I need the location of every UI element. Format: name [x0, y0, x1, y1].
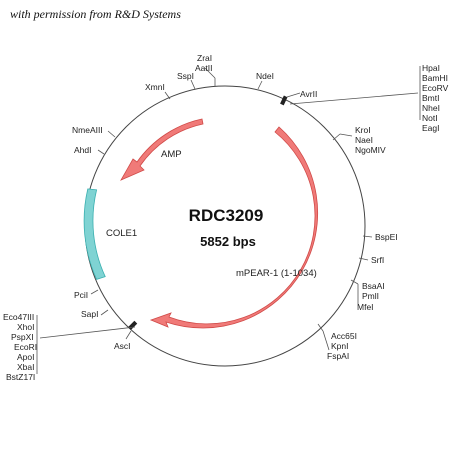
plasmid-size: 5852 bps	[200, 234, 256, 249]
site-bstz17i: BstZ17I	[6, 372, 35, 382]
mpear1-arrow	[149, 126, 319, 329]
permission-credit: with permission from R&D Systems	[10, 7, 181, 21]
cole1-feature	[83, 188, 106, 280]
site-pmli: PmlI	[362, 291, 379, 301]
site-aatii: AatII	[195, 63, 212, 73]
site-bamhi: BamHI	[422, 73, 448, 83]
site-avrii: AvrII	[300, 89, 317, 99]
site-xhoi: XhoI	[17, 322, 35, 332]
site-ecorv: EcoRV	[422, 83, 449, 93]
plasmid-name: RDC3209	[189, 206, 264, 225]
site-kpni: KpnI	[331, 341, 349, 351]
site-pcii: PciI	[74, 290, 88, 300]
site-ecori: EcoRI	[14, 342, 37, 352]
site-nmeaiii: NmeAIII	[72, 125, 103, 135]
site-pspxi: PspXI	[11, 332, 34, 342]
site-bsaai: BsaAI	[362, 281, 385, 291]
site-noti: NotI	[422, 113, 438, 123]
site-kroi: KroI	[355, 125, 371, 135]
site-zrai: ZraI	[197, 53, 212, 63]
site-eco47iii: Eco47III	[3, 312, 34, 322]
mcs-marker-top	[280, 95, 288, 106]
site-xmni: XmnI	[145, 82, 165, 92]
mpear1-label: mPEAR-1 (1-1034)	[236, 268, 317, 279]
site-hpai: HpaI	[422, 63, 440, 73]
site-srfi: SrfI	[371, 255, 384, 265]
site-sapi: SapI	[81, 309, 99, 319]
amp-label: AMP	[161, 149, 182, 160]
site-fspai: FspAI	[327, 351, 349, 361]
site-ahdi: AhdI	[74, 145, 92, 155]
site-nhei: NheI	[422, 103, 440, 113]
site-asci: AscI	[114, 341, 131, 351]
site-mfei: MfeI	[357, 302, 374, 312]
site-naei: NaeI	[355, 135, 373, 145]
cole1-label: COLE1	[106, 228, 137, 239]
site-sspi: SspI	[177, 71, 194, 81]
site-xbai: XbaI	[17, 362, 35, 372]
site-acc65i: Acc65I	[331, 331, 357, 341]
site-ndei: NdeI	[256, 71, 274, 81]
site-eagi: EagI	[422, 123, 440, 133]
site-bspei: BspEI	[375, 232, 398, 242]
site-bmti: BmtI	[422, 93, 439, 103]
site-apoi: ApoI	[17, 352, 35, 362]
amp-arrow	[120, 118, 204, 181]
site-ngomiv: NgoMIV	[355, 145, 386, 155]
